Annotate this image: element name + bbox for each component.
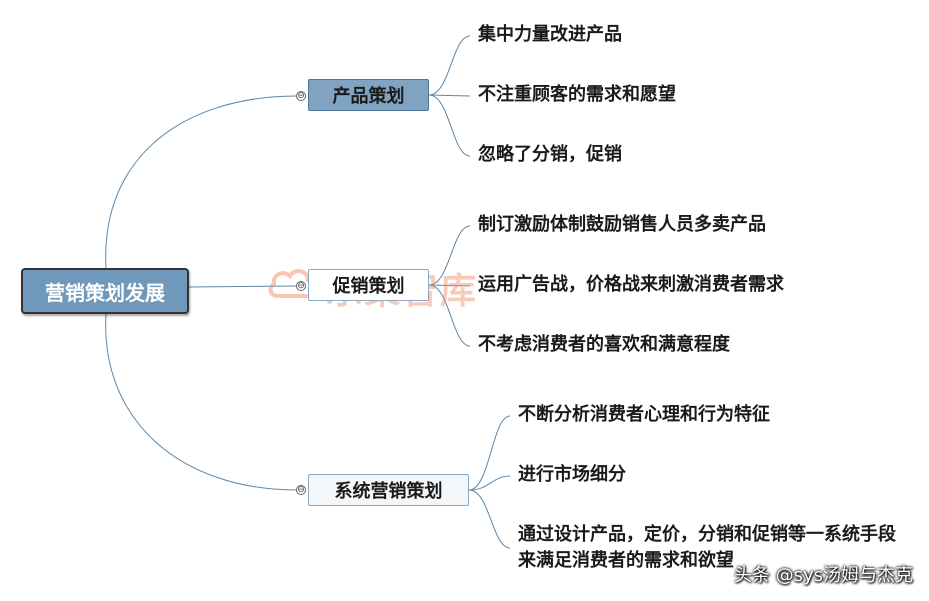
branch-node-promotion-planning[interactable]: 促销策划 <box>308 269 429 301</box>
connector-root-branch1 <box>105 95 298 269</box>
connector-b3-leaf2 <box>468 475 511 491</box>
connector-root-branch2 <box>188 285 298 288</box>
connector-b1-leaf3 <box>428 94 471 157</box>
leaf-node[interactable]: 不注重顾客的需求和愿望 <box>478 84 676 105</box>
leaf-node[interactable]: 制订激励体制鼓励销售人员多卖产品 <box>478 214 766 235</box>
connector-b2-leaf2 <box>428 284 471 287</box>
leaf-node[interactable]: 通过设计产品，定价，分销和促销等一系统手段来满足消费者的需求和欲望 <box>518 524 896 571</box>
connector-b1-leaf2 <box>428 94 471 97</box>
connector-b3-leaf3 <box>468 489 511 549</box>
root-node[interactable]: 营销策划发展 <box>21 268 189 314</box>
collapse-toggle-icon[interactable]: ⊖ <box>296 485 306 495</box>
connector-b2-leaf3 <box>428 284 471 347</box>
collapse-toggle-icon[interactable]: ⊖ <box>296 91 306 101</box>
credit-watermark: 头条 @sys汤姆与杰克 <box>733 565 913 586</box>
connector-b1-leaf1 <box>428 35 471 96</box>
connector-b2-leaf1 <box>428 225 471 286</box>
leaf-node[interactable]: 运用广告战，价格战来刺激消费者需求 <box>478 274 784 295</box>
branch-node-system-marketing-planning[interactable]: 系统营销策划 <box>308 474 469 506</box>
leaf-node[interactable]: 忽略了分销，促销 <box>478 144 622 165</box>
leaf-node[interactable]: 集中力量改进产品 <box>478 24 622 45</box>
leaf-node[interactable]: 进行市场细分 <box>518 464 626 485</box>
collapse-toggle-icon[interactable]: ⊖ <box>296 281 306 291</box>
connector-root-branch3 <box>105 313 298 491</box>
leaf-node[interactable]: 不考虑消费者的喜欢和满意程度 <box>478 334 730 355</box>
branch-node-product-planning[interactable]: 产品策划 <box>308 79 429 111</box>
leaf-node[interactable]: 不断分析消费者心理和行为特征 <box>518 404 770 425</box>
connector-b3-leaf1 <box>468 415 511 491</box>
